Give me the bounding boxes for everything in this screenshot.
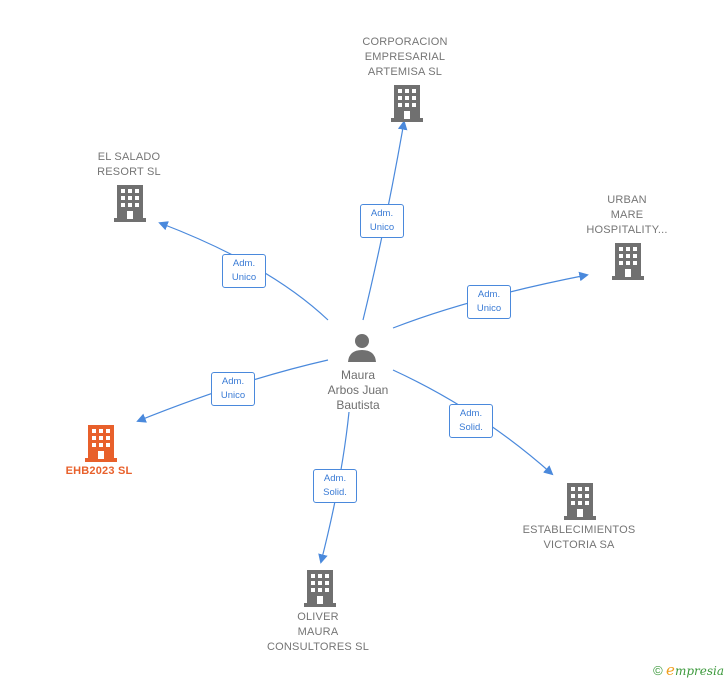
building-icon (391, 85, 423, 122)
role-badge-establecimientos: Adm. Solid. (449, 404, 493, 438)
person-name[interactable]: Maura Arbos Juan Bautista (327, 368, 389, 412)
building-icon (304, 570, 336, 607)
company-name-el-salado[interactable]: EL SALADO RESORT SL (97, 151, 161, 178)
role-badge-corporacion: Adm. Unico (360, 204, 404, 238)
building-icon (114, 185, 146, 222)
role-badge-oliver-maura: Adm. Solid. (313, 469, 357, 503)
building-icon (564, 483, 596, 520)
role-badge-el-salado: Adm. Unico (222, 254, 266, 288)
company-name-corporacion[interactable]: CORPORACION EMPRESARIAL ARTEMISA SL (362, 36, 448, 78)
company-name-urban-mare[interactable]: URBAN MARE HOSPITALITY... (586, 194, 668, 236)
logo-initial: e (666, 661, 675, 679)
logo-text: mpresia (674, 664, 724, 678)
building-icon (612, 243, 644, 280)
company-name-oliver-maura[interactable]: OLIVER MAURA CONSULTORES SL (266, 611, 370, 653)
copyright-symbol: © (653, 663, 663, 678)
role-badge-urban-mare: Adm. Unico (467, 285, 511, 319)
empresia-logo: © empresia (653, 661, 724, 679)
person-icon (348, 334, 376, 362)
role-badge-ehb2023: Adm. Unico (211, 372, 255, 406)
company-name-establecimientos[interactable]: ESTABLECIMIENTOS VICTORIA SA (522, 524, 636, 551)
building-icon-highlighted (85, 425, 117, 462)
company-name-ehb2023[interactable]: EHB2023 SL (65, 465, 133, 477)
